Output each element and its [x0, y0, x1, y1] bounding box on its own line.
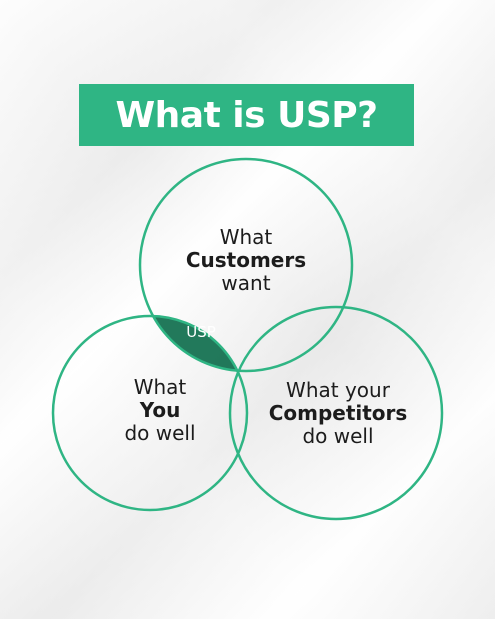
you-label: What You do well	[85, 376, 235, 445]
customers-line-3: want	[221, 271, 271, 295]
competitors-line-3: do well	[302, 424, 374, 448]
competitors-line-1: What your	[286, 378, 390, 402]
customers-line-2: Customers	[185, 248, 307, 272]
you-circle	[51, 314, 249, 512]
usp-label: USP	[186, 323, 216, 341]
competitors-label: What your Competitors do well	[258, 379, 418, 448]
customers-label: What Customers want	[171, 226, 321, 295]
customers-line-1: What	[219, 225, 273, 249]
page-title: What is USP?	[115, 94, 378, 136]
competitors-circle	[228, 305, 444, 521]
you-line-2: You	[139, 398, 181, 422]
customers-circle	[138, 157, 354, 373]
you-line-1: What	[133, 375, 187, 399]
you-line-3: do well	[124, 421, 196, 445]
title-banner: What is USP?	[79, 84, 414, 146]
competitors-line-2: Competitors	[268, 401, 408, 425]
